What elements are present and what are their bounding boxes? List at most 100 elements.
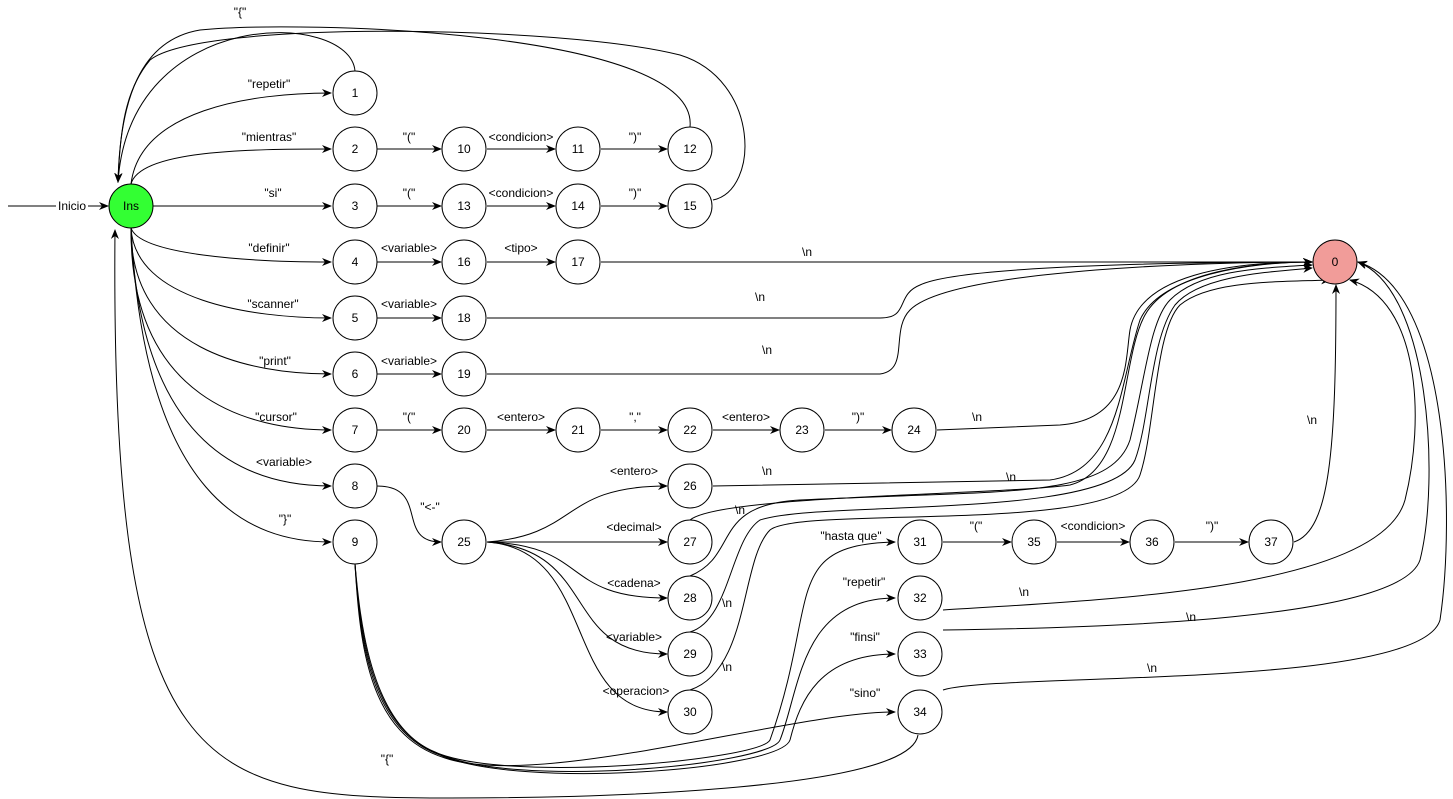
state-19: 19: [441, 351, 487, 397]
label-20-21: <entero>: [497, 410, 545, 424]
state-12: 12: [667, 126, 713, 172]
state-21-label: 21: [571, 423, 585, 437]
edge-24-0: [936, 258, 1313, 431]
state-23-circle: [779, 407, 825, 453]
state-5: 5: [332, 295, 378, 341]
state-10-circle: [441, 126, 487, 172]
label-29-0: \n: [722, 596, 732, 610]
state-25: 25: [441, 519, 487, 565]
state-22-label: 22: [683, 423, 697, 437]
state-22: 22: [667, 407, 713, 453]
label-36-37: ")": [1206, 519, 1219, 533]
label-6-19: <variable>: [381, 354, 437, 368]
edge-28-0: [689, 261, 1313, 577]
state-29-label: 29: [683, 647, 697, 661]
state-8: 8: [332, 463, 378, 509]
edge-9-31: [354, 538, 896, 768]
state-7-circle: [332, 407, 378, 453]
state-2-circle: [332, 126, 378, 172]
inicio-label-bg: [56, 199, 88, 213]
state-36: 36: [1129, 519, 1175, 565]
label-ins-4: "definir": [248, 241, 289, 255]
state-7-label: 7: [352, 423, 359, 437]
label-25-27: <decimal>: [606, 520, 661, 534]
label-30-0: \n: [722, 660, 732, 674]
edge-ins-2: [130, 145, 332, 185]
state-8-circle: [332, 463, 378, 509]
label-34-ins: "{": [381, 752, 394, 766]
state-11-circle: [555, 126, 601, 172]
state-28-circle: [667, 575, 713, 621]
state-25-circle: [441, 519, 487, 565]
state-32-circle: [897, 575, 943, 621]
edge-ins-8: [130, 227, 332, 490]
nodes: Ins 0 1 2 3 4 5 6 7 8 9 10 11 12 13 14 1…: [108, 70, 1358, 735]
state-27-circle: [667, 519, 713, 565]
state-19-circle: [441, 351, 487, 397]
state-34: 34: [897, 689, 943, 735]
state-34-circle: [897, 689, 943, 735]
state-6: 6: [332, 351, 378, 397]
state-8-label: 8: [352, 479, 359, 493]
state-31: 31: [897, 519, 943, 565]
state-2: 2: [332, 126, 378, 172]
label-14-15: ")": [629, 186, 642, 200]
edge-37-0: [1293, 284, 1340, 543]
label-9-33: "finsi": [850, 630, 880, 644]
state-28-label: 28: [683, 591, 697, 605]
label-26-0: \n: [762, 464, 772, 478]
edge-ins-1: [130, 89, 332, 185]
edge-8-25: [376, 485, 442, 546]
state-14: 14: [555, 183, 601, 229]
label-32-0: \n: [1019, 585, 1029, 599]
state-6-label: 6: [352, 367, 359, 381]
edges: [8, 26, 1447, 799]
state-0-label: 0: [1332, 255, 1339, 269]
state-4-circle: [332, 239, 378, 285]
state-3-label: 3: [352, 199, 359, 213]
state-26: 26: [667, 463, 713, 509]
edge-ins-9: [130, 227, 332, 546]
label-35-36: <condicion>: [1061, 519, 1126, 533]
edge-ins-5: [130, 227, 332, 322]
edge-33-0: [942, 261, 1430, 631]
state-30-label: 30: [683, 705, 697, 719]
state-15: 15: [667, 183, 713, 229]
state-26-circle: [667, 463, 713, 509]
edge-25-28: [486, 541, 668, 602]
state-23: 23: [779, 407, 825, 453]
label-25-26: <entero>: [610, 464, 658, 478]
state-16: 16: [441, 239, 487, 285]
label-11-12: ")": [629, 130, 642, 144]
state-16-label: 16: [457, 255, 471, 269]
state-20-label: 20: [457, 423, 471, 437]
state-ins-label: Ins: [123, 199, 139, 213]
label-10-11: <condicion>: [489, 130, 554, 144]
state-19-label: 19: [457, 367, 471, 381]
label-4-16: <variable>: [381, 241, 437, 255]
state-12-label: 12: [683, 142, 697, 156]
state-15-circle: [667, 183, 713, 229]
label-ins-9: "}": [279, 512, 292, 526]
state-31-label: 31: [913, 535, 927, 549]
label-33-0: \n: [1186, 610, 1196, 624]
label-25-28: <cadena>: [607, 576, 660, 590]
state-35-label: 35: [1027, 535, 1041, 549]
edge-30-0: [689, 276, 1331, 691]
label-ins-6: "print": [259, 354, 291, 368]
label-13-14: <condicion>: [489, 186, 554, 200]
edge-9-33: [354, 563, 896, 774]
label-25-29: <variable>: [606, 630, 662, 644]
state-7: 7: [332, 407, 378, 453]
state-35: 35: [1011, 519, 1057, 565]
state-15-label: 15: [683, 199, 697, 213]
state-14-circle: [555, 183, 601, 229]
label-9-34: "sino": [850, 686, 881, 700]
state-33-label: 33: [913, 647, 927, 661]
state-33: 33: [897, 631, 943, 677]
state-32: 32: [897, 575, 943, 621]
state-33-circle: [897, 631, 943, 677]
state-11-label: 11: [572, 142, 585, 156]
label-ins-1: "repetir": [248, 77, 291, 91]
edge-34-ins: [110, 229, 919, 799]
